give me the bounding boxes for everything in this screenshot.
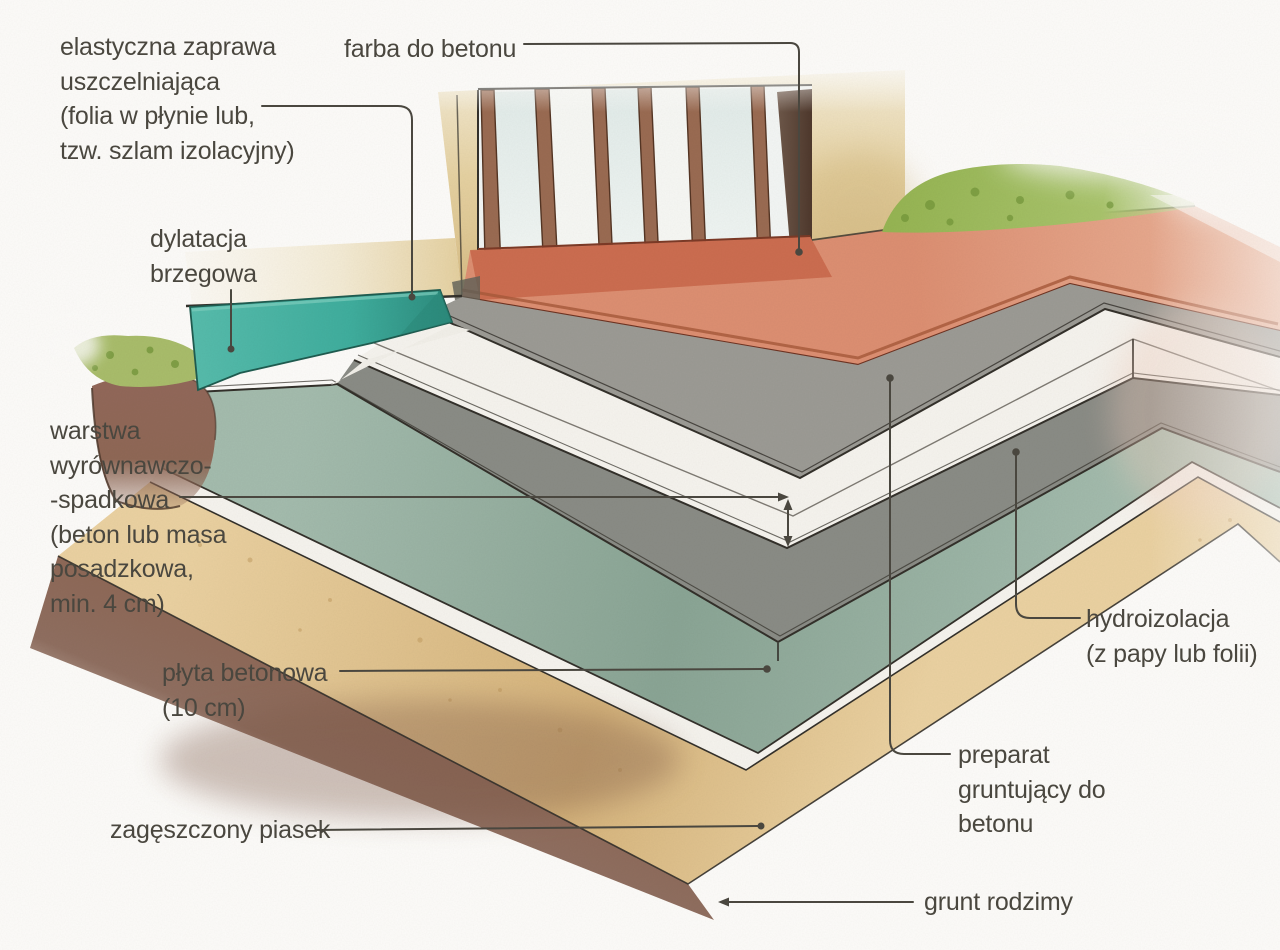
endpoint-dot	[408, 293, 416, 301]
label-preparat-gruntujacy: preparat gruntujący do betonu	[958, 738, 1106, 842]
endpoint-dot	[1012, 448, 1020, 456]
endpoint-dot	[795, 248, 803, 256]
label-line: zagęszczony piasek	[110, 816, 331, 844]
label-line: warstwa	[50, 417, 141, 445]
label-line: grunt rodzimy	[924, 888, 1073, 916]
leader-hydroizolacja	[1015, 454, 1081, 619]
leader-elastyczna-zaprawa	[261, 105, 413, 295]
label-line: brzegowa	[150, 259, 257, 288]
endpoint-dot	[763, 665, 771, 673]
arrowhead-up	[783, 499, 793, 510]
label-line: dylatacja	[150, 225, 247, 253]
endpoint-dot	[227, 345, 235, 353]
label-line: betonu	[958, 810, 1034, 838]
label-line: (z papy lub folii)	[1086, 639, 1258, 668]
endpoint-dot	[886, 374, 894, 382]
arrowhead-right	[778, 492, 789, 502]
leader-lines	[179, 41, 1081, 903]
leader-zageszczony-piasek	[315, 825, 759, 831]
arrowhead-left	[718, 897, 729, 907]
label-zageszczony-piasek: zagęszczony piasek	[110, 813, 330, 848]
label-line: uszczelniająca	[60, 67, 220, 96]
label-farba-do-betonu: farba do betonu	[344, 32, 516, 67]
label-line: elastyczna zaprawa	[60, 33, 276, 61]
arrowhead-down	[783, 536, 793, 547]
label-line: tzw. szlam izolacyjny)	[60, 136, 295, 165]
leader-plyta-betonowa	[339, 668, 765, 672]
leader-preparat-gruntujacy	[889, 380, 951, 755]
label-line: (10 cm)	[162, 693, 246, 722]
label-line: preparat	[958, 741, 1050, 769]
label-line: hydroizolacja	[1086, 605, 1230, 633]
label-grunt-rodzimy: grunt rodzimy	[924, 885, 1073, 920]
label-plyta-betonowa: płyta betonowa (10 cm)	[162, 656, 328, 725]
label-line: płyta betonowa	[162, 659, 328, 687]
label-line: wyrównawczo-	[50, 451, 212, 480]
label-warstwa-wyrownawcza: warstwa wyrównawczo- -spadkowa (beton lu…	[50, 414, 226, 621]
label-line: min. 4 cm)	[50, 589, 165, 618]
label-dylatacja-brzegowa: dylatacja brzegowa	[150, 222, 257, 291]
label-line: farba do betonu	[344, 35, 517, 63]
leader-endpoints	[227, 248, 1020, 907]
label-line: (folia w płynie lub,	[60, 102, 255, 130]
leader-farba-do-betonu	[523, 41, 800, 250]
label-line: posadzkowa,	[50, 555, 194, 583]
label-line: (beton lub masa	[50, 520, 227, 549]
label-line: gruntujący do	[958, 775, 1106, 804]
label-elastyczna-zaprawa: elastyczna zaprawa uszczelniająca (folia…	[60, 30, 295, 168]
endpoint-dot	[757, 822, 765, 830]
label-line: -spadkowa	[50, 486, 170, 514]
label-hydroizolacja: hydroizolacja (z papy lub folii)	[1086, 602, 1258, 671]
